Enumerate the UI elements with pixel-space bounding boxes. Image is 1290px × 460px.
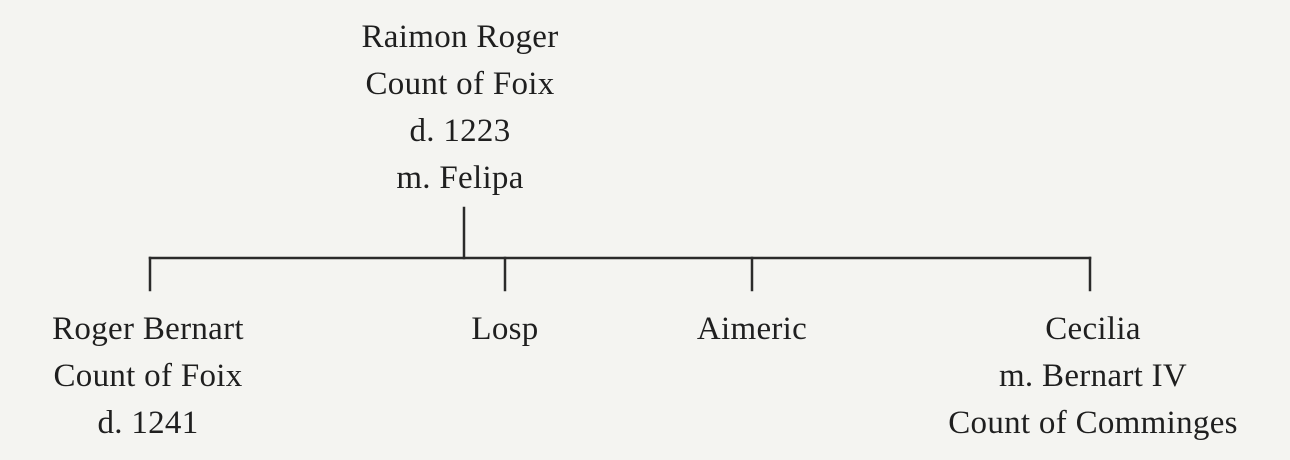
- child-title: Count of Foix: [53, 358, 243, 394]
- child-losp: Losp: [430, 306, 580, 353]
- child-name: Aimeric: [696, 311, 808, 347]
- child-name: Losp: [471, 311, 539, 347]
- parent-name: Raimon Roger: [361, 19, 559, 55]
- parent-raimon-roger: Raimon Roger Count of Foix d. 1223 m. Fe…: [310, 14, 610, 202]
- child-roger-bernart: Roger Bernart Count of Foix d. 1241: [0, 306, 296, 447]
- child-marriage: m. Bernart IV: [998, 358, 1188, 394]
- child-aimeric: Aimeric: [670, 306, 834, 353]
- child-death: d. 1241: [97, 405, 199, 441]
- parent-marriage: m. Felipa: [396, 160, 524, 196]
- parent-title: Count of Foix: [365, 66, 555, 102]
- parent-death: d. 1223: [409, 113, 511, 149]
- child-cecilia: Cecilia m. Bernart IV Count of Comminges: [900, 306, 1286, 447]
- child-spouse-title: Count of Comminges: [948, 405, 1238, 441]
- child-name: Roger Bernart: [52, 311, 244, 347]
- child-name: Cecilia: [1045, 311, 1141, 347]
